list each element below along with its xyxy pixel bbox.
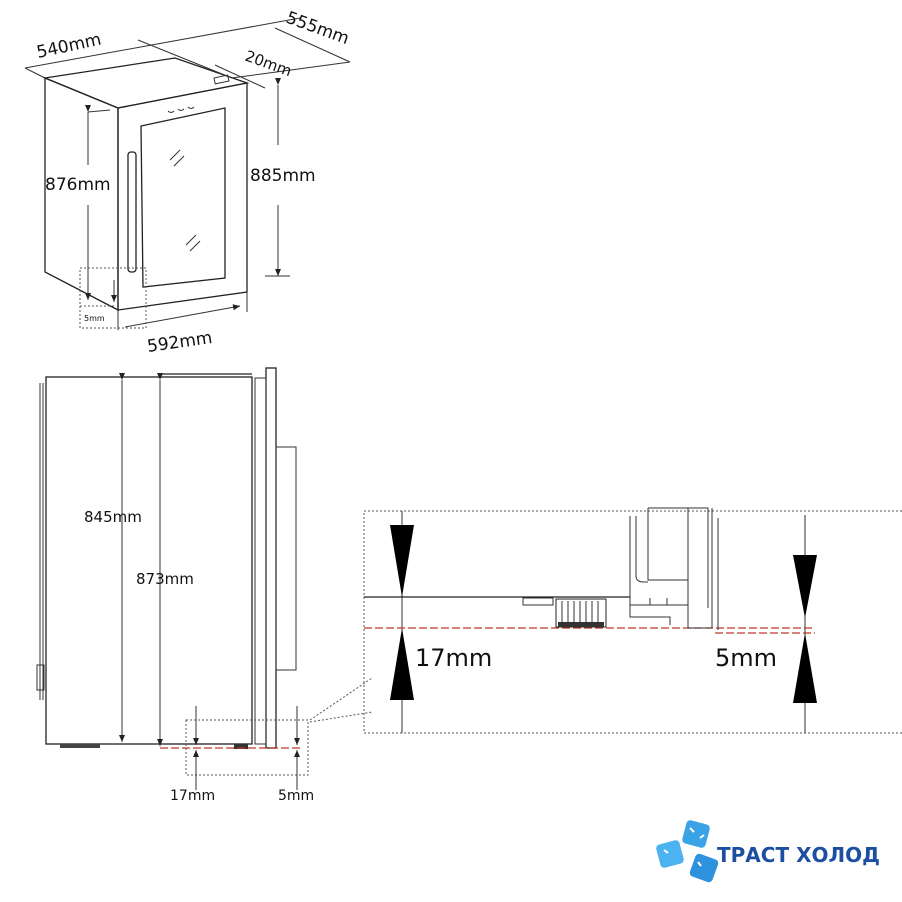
door-handle	[127, 151, 137, 273]
body-height-label: 876mm	[45, 175, 111, 195]
detail-frame	[363, 510, 902, 734]
total-height-label: 873mm	[136, 570, 194, 588]
detail-callout-box	[185, 719, 309, 776]
depth-label: 555mm	[283, 8, 351, 49]
total-height-label: 885mm	[250, 166, 316, 186]
dimension-lines	[24, 17, 351, 330]
body-height-label: 845mm	[84, 508, 142, 526]
glass-reflection-icon	[169, 149, 201, 252]
width-label: 540mm	[35, 30, 103, 63]
door-side	[265, 367, 277, 749]
door-gap-label: 5mm	[715, 644, 777, 672]
logo-text: ТРАСТ ХОЛОД	[717, 843, 880, 867]
side-view: 845mm 873mm 17mm 5mm	[36, 367, 373, 804]
door-gap-label: 5mm	[278, 788, 314, 804]
arrow-down-icon	[793, 555, 817, 618]
total-width-label: 592mm	[146, 328, 214, 357]
arrow-down-icon	[390, 525, 414, 597]
cabinet-side	[45, 376, 253, 745]
logo: ТРАСТ ХОЛОД	[656, 820, 880, 883]
arrow-up-icon	[390, 628, 414, 700]
door-handle-side	[275, 446, 297, 671]
rear-component	[36, 664, 45, 691]
arrow-up-icon	[793, 633, 817, 703]
foot-gap-label: 17mm	[170, 788, 215, 804]
foot-gap-label: 17mm	[415, 644, 492, 672]
ice-cubes-icon	[656, 820, 719, 883]
gap-label: 5mm	[84, 314, 105, 323]
detail-view: 17mm 5mm	[363, 507, 902, 734]
isometric-view: 540mm 555mm 20mm 876mm 885mm 592mm 5mm	[24, 8, 352, 357]
glass-door	[140, 107, 226, 288]
